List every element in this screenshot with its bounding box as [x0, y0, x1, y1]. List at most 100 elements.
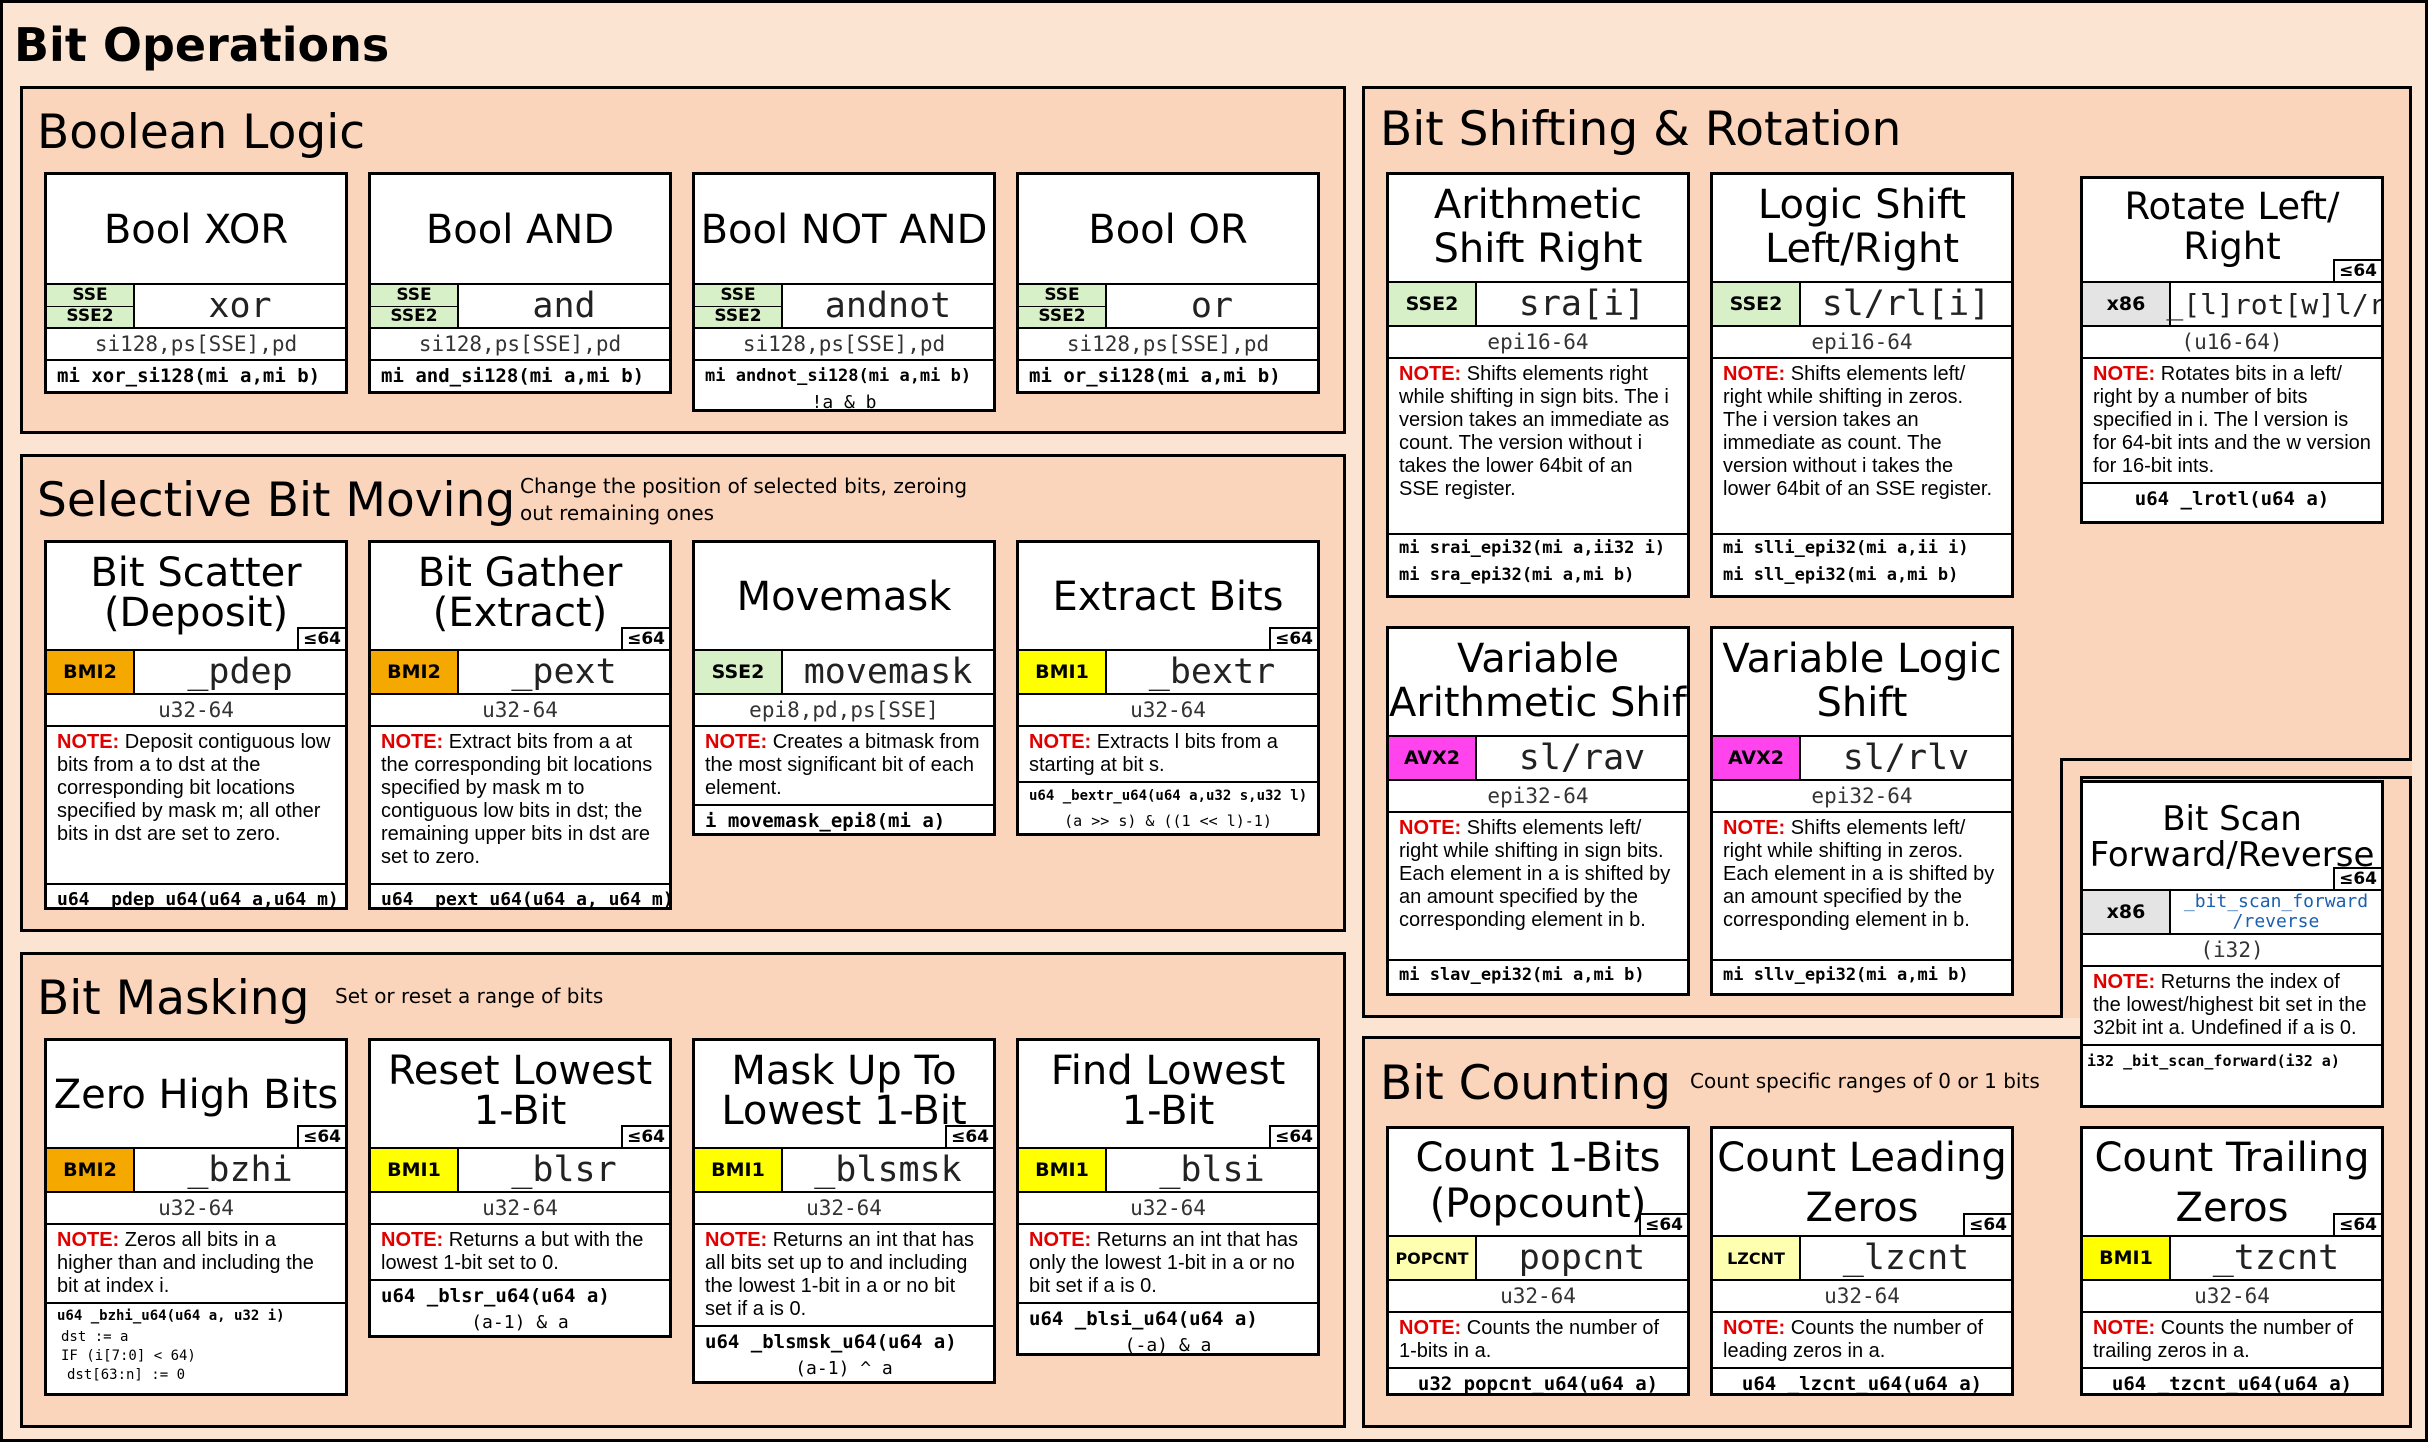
- type-list: si128,ps[SSE],pd: [695, 329, 993, 361]
- card-title: Bool NOT AND: [695, 175, 993, 285]
- signature: u64 _pext_u64(u64 a, u64 m): [381, 889, 672, 910]
- intrinsic-name: sra[i]: [1518, 284, 1646, 324]
- ext-badge: AVX2: [1389, 737, 1477, 779]
- code-line: dst := a: [61, 1329, 129, 1345]
- note: NOTE: Deposit contiguous low bits from a…: [47, 727, 345, 885]
- note: NOTE: Rotates bits in a left/ right by a…: [2083, 359, 2381, 484]
- section-title: Bit Counting: [1380, 1056, 1671, 1111]
- type-list: si128,ps[SSE],pd: [47, 329, 345, 361]
- note: NOTE: Shifts elements left/ right while …: [1389, 813, 1687, 961]
- ext-badge: BMI2: [371, 651, 459, 693]
- type-list: epi16-64: [1389, 327, 1687, 359]
- note: NOTE: Shifts elements left/ right while …: [1713, 813, 2011, 961]
- type-list: (u16-64): [2083, 327, 2381, 359]
- cnt-b1: [1362, 1036, 1365, 1428]
- card-title: Rotate Left/Right≤64: [2083, 179, 2381, 283]
- cnt-b5: [2409, 776, 2412, 1428]
- pseudo-code: (a-1) ^ a: [795, 1358, 893, 1379]
- signature: mi slli_epi32(mi a,ii i): [1723, 538, 1969, 558]
- signature: u32 popcnt_u64(u64 a): [1417, 1373, 1659, 1395]
- type-list: (i32): [2083, 935, 2381, 967]
- card-pext: Bit Gather(Extract)≤64 BMI2_pext u32-64 …: [368, 540, 672, 910]
- card-title: Count 1-Bits(Popcount)≤64: [1389, 1129, 1687, 1237]
- signature: u64 _pdep_u64(u64 a,u64 m): [57, 889, 339, 910]
- card-title: Bool XOR: [47, 175, 345, 285]
- type-list: u32-64: [695, 1193, 993, 1225]
- ext-badge: BMI1: [2083, 1237, 2171, 1279]
- intrinsic-name: _bzhi: [187, 1150, 293, 1190]
- section-subtitle: Count specific ranges of 0 or 1 bits: [1690, 1069, 2040, 1093]
- signature: mi andnot_si128(mi a,mi b): [705, 366, 972, 386]
- ext-badge: SSE2: [1713, 283, 1801, 325]
- signature: u64 _lzcnt_u64(u64 a): [1741, 1373, 1983, 1395]
- signature: i movemask_epi8(mi a): [705, 810, 946, 832]
- type-list: u32-64: [1389, 1281, 1687, 1313]
- intrinsic-name: andnot: [824, 286, 952, 326]
- signature: u64 _bextr_u64(u64 a,u32 s,u32 l): [1029, 788, 1308, 804]
- signature: u64 _blsmsk_u64(u64 a): [705, 1331, 957, 1353]
- intrinsic-name: _bextr: [1148, 652, 1276, 692]
- note: NOTE: Shifts elements left/ right while …: [1713, 359, 2011, 535]
- ext-badge: BMI2: [47, 651, 135, 693]
- intrinsic-name: _pdep: [187, 652, 293, 692]
- type-list: u32-64: [2083, 1281, 2381, 1313]
- code-line: IF (i[7:0] < 64): [61, 1348, 196, 1364]
- type-list: u32-64: [1019, 695, 1317, 727]
- intrinsic-name: sl/rav: [1518, 738, 1646, 778]
- section-title: Bit Shifting & Rotation: [1380, 102, 1902, 157]
- card-title: Extract Bits≤64: [1019, 543, 1317, 651]
- type-list: u32-64: [371, 1193, 669, 1225]
- type-list: epi16-64: [1713, 327, 2011, 359]
- signature: mi srai_epi32(mi a,ii32 i): [1399, 538, 1666, 558]
- pseudo-code: (a-1) & a: [471, 1312, 569, 1333]
- type-list: epi32-64: [1713, 781, 2011, 813]
- card-bzhi: Zero High Bits≤64 BMI2_bzhi u32-64 NOTE:…: [44, 1038, 348, 1396]
- signature: mi sllv_epi32(mi a,mi b): [1723, 965, 1969, 985]
- note: NOTE: Counts the number of trailing zero…: [2083, 1313, 2381, 1369]
- note: NOTE: Counts the number of leading zeros…: [1713, 1313, 2011, 1369]
- card-title: Zero High Bits≤64: [47, 1041, 345, 1149]
- note: NOTE: Creates a bitmask from the most si…: [695, 727, 993, 806]
- intrinsic-name: _lzcnt: [1842, 1238, 1970, 1278]
- intrinsic-name: sl/rlv: [1842, 738, 1970, 778]
- intrinsic-name: movemask: [803, 652, 973, 692]
- ext-badge: AVX2: [1713, 737, 1801, 779]
- note: NOTE: Returns a but with the lowest 1-bi…: [371, 1225, 669, 1281]
- signature: mi sll_epi32(mi a,mi b): [1723, 565, 1959, 585]
- intrinsic-name: _[l]rot[w]l/r: [2166, 287, 2384, 321]
- pseudo-code: (-a) & a: [1124, 1335, 1212, 1356]
- type-list: epi8,pd,ps[SSE]: [695, 695, 993, 727]
- card-rotate: Rotate Left/Right≤64 x86_[l]rot[w]l/r (u…: [2080, 176, 2384, 524]
- signature: u64 _blsi_u64(u64 a): [1029, 1308, 1258, 1330]
- intrinsic-name: _blsr: [511, 1150, 617, 1190]
- type-list: epi32-64: [1389, 781, 1687, 813]
- note: NOTE: Extract bits from a at the corresp…: [371, 727, 669, 885]
- note: NOTE: Returns the index of the lowest/hi…: [2083, 967, 2381, 1046]
- ext-badge: x86: [2083, 891, 2171, 933]
- shift-border-step: [2060, 758, 2412, 761]
- signature: u64 _tzcnt_u64(u64 a): [2111, 1373, 2353, 1395]
- intrinsic-name: _bit_scan_forward/reverse: [2183, 891, 2369, 932]
- ext-badge: BMI1: [695, 1149, 783, 1191]
- signature: u64 _bzhi_u64(u64 a, u32 i): [57, 1308, 285, 1324]
- cnt-b4: [2080, 776, 2412, 779]
- section-title: Selective Bit Moving: [37, 473, 516, 528]
- intrinsic-name: popcnt: [1518, 1238, 1646, 1278]
